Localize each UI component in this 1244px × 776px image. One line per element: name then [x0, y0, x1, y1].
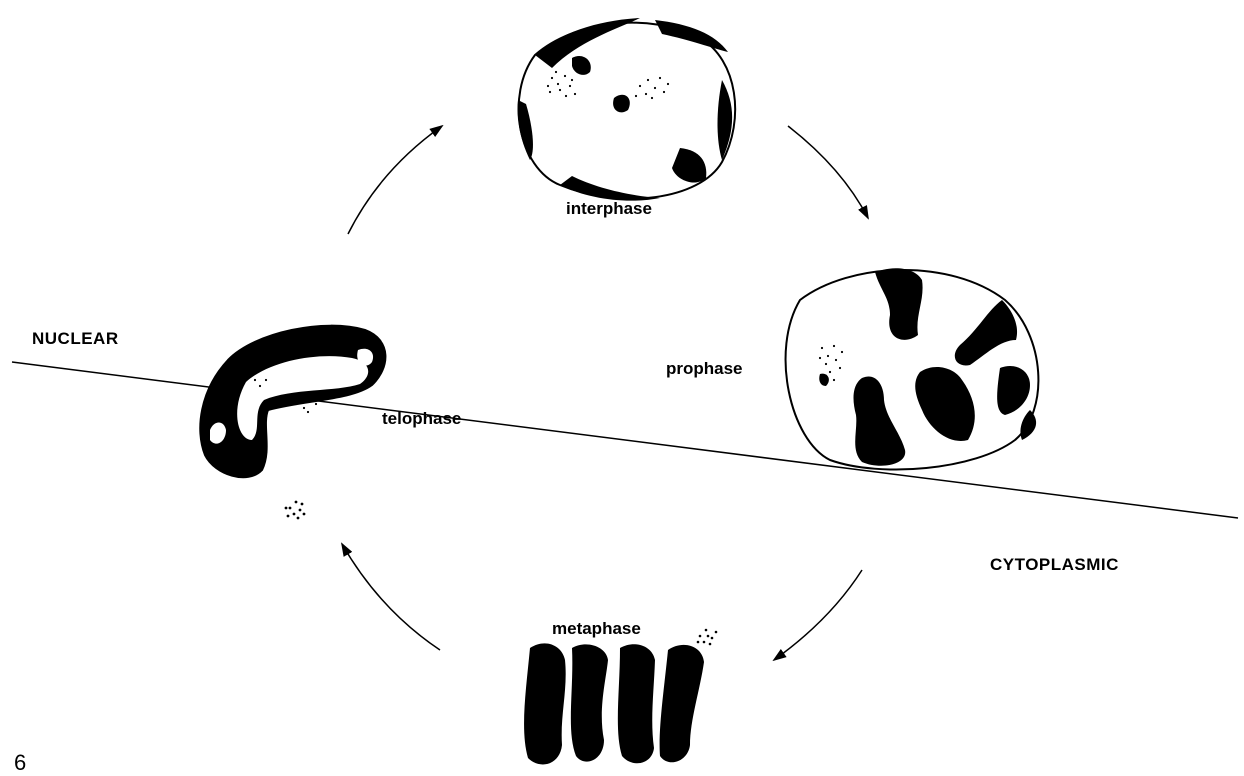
- arrow-telophase-to-interphase: [348, 126, 442, 234]
- arrow-prophase-to-metaphase: [774, 570, 862, 660]
- telophase-label: telophase: [382, 410, 461, 427]
- arrow-interphase-to-prophase: [788, 126, 868, 218]
- metaphase-label: metaphase: [552, 620, 641, 637]
- figure-number: 6: [14, 750, 26, 776]
- interphase-label: interphase: [566, 200, 652, 217]
- metaphase-chromosomes: [524, 629, 717, 765]
- arrow-metaphase-to-telophase: [342, 544, 440, 650]
- nuclear-cytoplasmic-divider: [12, 362, 1238, 518]
- telophase-nucleus: [200, 326, 385, 520]
- prophase-nucleus: [786, 268, 1039, 469]
- interphase-nucleus: [518, 18, 736, 201]
- nuclear-region-label: NUCLEAR: [32, 330, 119, 347]
- prophase-label: prophase: [666, 360, 743, 377]
- cytoplasmic-region-label: CYTOPLASMIC: [990, 556, 1119, 573]
- telophase-centrosome: [285, 501, 306, 520]
